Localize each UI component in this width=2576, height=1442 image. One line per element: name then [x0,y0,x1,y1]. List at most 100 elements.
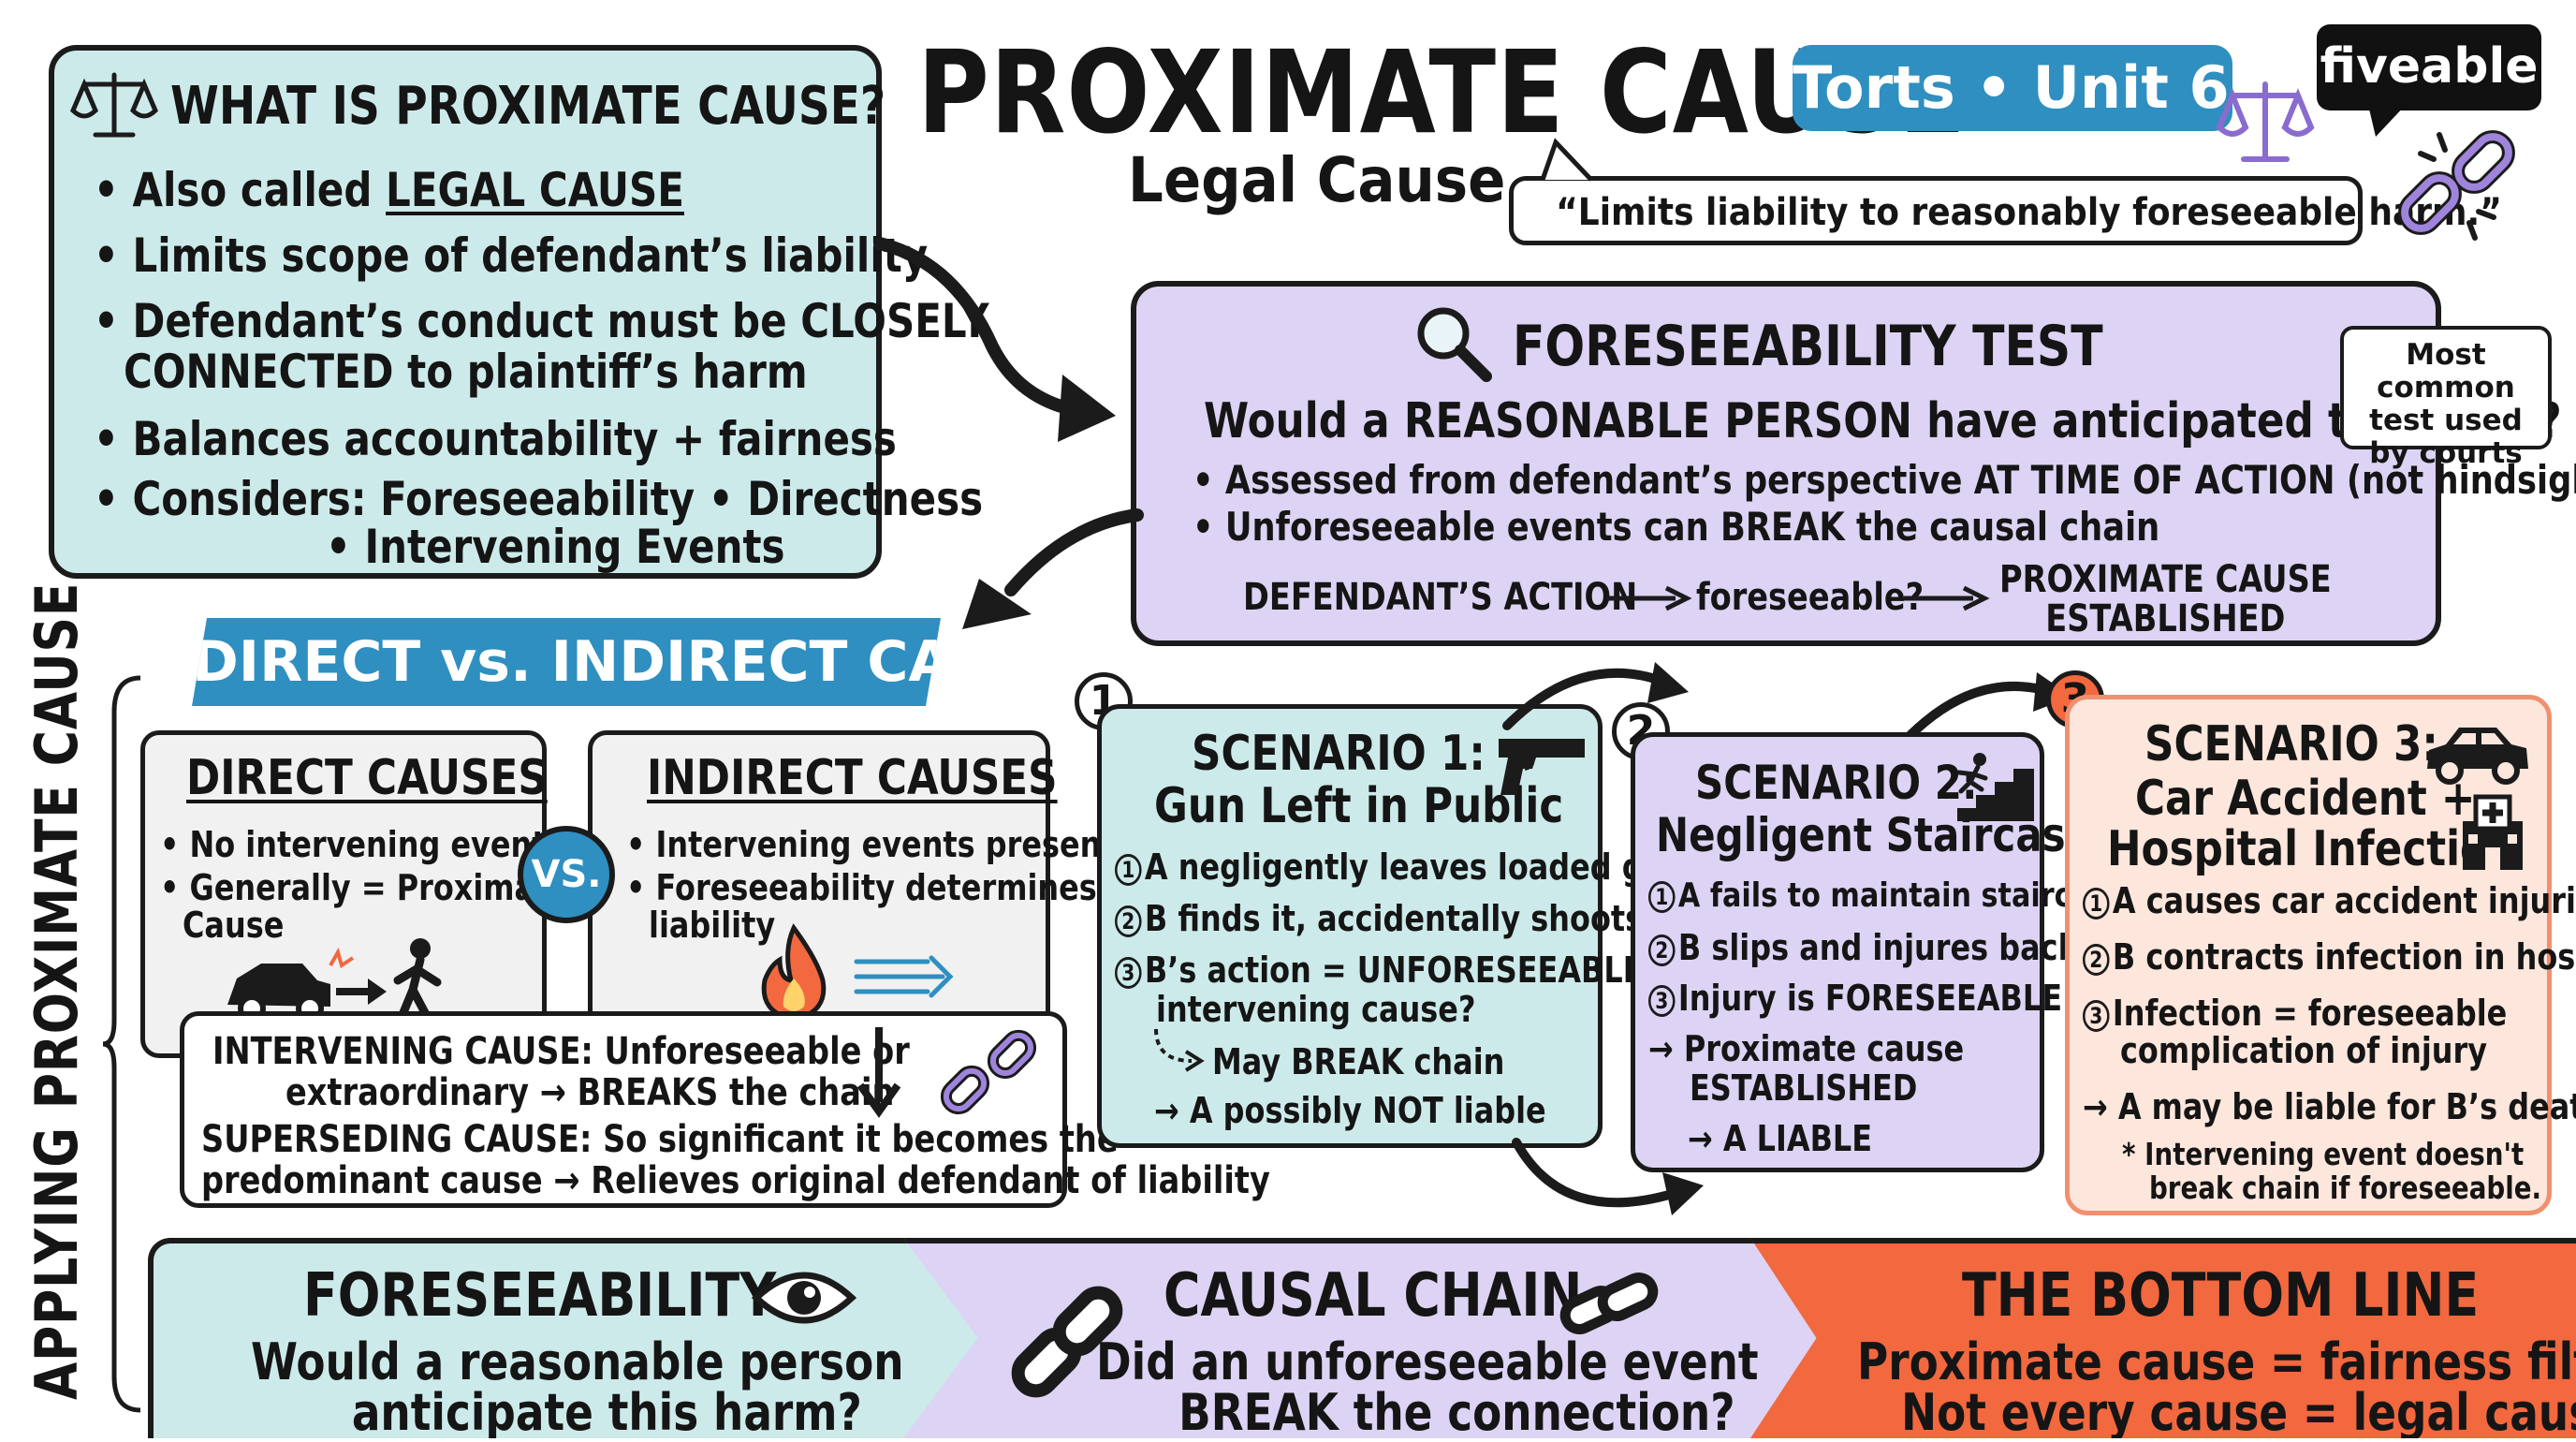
footer-foreseeability-q: Would a reasonable person anticipate thi… [251,1332,904,1442]
flow-arrow-1 [873,237,1116,442]
brand-logo: fiveable [2317,24,2541,110]
foreseeability-test-card: FORESEEABILITY TEST Would a REASONABLE P… [1131,281,2576,646]
scenario-2-title-1: SCENARIO 2: [1695,756,1978,810]
dashed-arrow-icon [1154,1028,1205,1072]
direct-indirect-banner: DIRECT vs. INDIRECT CAUSES [192,618,941,706]
fire-icon [761,923,827,1023]
direct-bullet-2-cont: Cause [183,905,285,946]
foreseeability-question: Would a REASONABLE PERSON have anticipat… [1204,393,2562,449]
scenario-3-title-3: Hospital Infection [2107,821,2518,877]
indirect-causes-title: INDIRECT CAUSES [647,750,1058,806]
quote-text: “Limits liability to reasonably foreseea… [1556,191,2502,234]
scenario-arrow-3 [1512,1138,1704,1215]
legal-cause-term: LEGAL CAUSE [386,163,684,217]
vs-text: VS. [531,853,602,896]
scenario-1-result-1: May BREAK chain [1212,1041,1505,1082]
direct-bullet-2: • Generally = Proximate [160,867,569,908]
scenario-3-step-2: 2B contracts infection in hospital [2083,939,2576,976]
flow-arrow-small [1904,585,1990,611]
what-is-title: WHAT IS PROXIMATE CAUSE? [170,76,886,137]
scales-icon [70,72,158,138]
brand-pointer [2368,105,2406,137]
footer-causal-chain-title: CAUSAL CHAIN [1164,1261,1583,1331]
footer-bottom-line-title: THE BOTTOM LINE [1962,1261,2480,1331]
eye-icon [751,1272,857,1324]
indirect-causes-card: INDIRECT CAUSES • Intervening events pre… [588,730,1116,1058]
direct-causes-title: DIRECT CAUSES [186,750,548,806]
what-is-bullet-3: • Defendant’s conduct must be CLOSELY [94,294,989,348]
what-is-bullet-5: • Considers: Foreseeability • Directness [94,472,984,526]
indirect-bullet-2: • Foreseeability determines [626,867,1097,908]
intervening-line-2: extraordinary → BREAKS the chain [285,1071,895,1114]
what-is-bullet-2: • Limits scope of defendant’s liability [94,228,929,283]
scenario-1-title-2: Gun Left in Public [1154,778,1564,834]
broken-chain-icon [2398,130,2515,241]
what-is-bullet-3-cont: CONNECTED to plaintiff’s harm [124,345,808,399]
direct-bullet-1: • No intervening events [160,824,564,865]
magnifier-icon [1417,307,1492,382]
chain-icon [1559,1273,1659,1334]
scenario-3-title-1: SCENARIO 3: [2144,716,2438,772]
scenario-1-title-1: SCENARIO 1: [1192,726,1486,782]
footer-bottom-line: THE BOTTOM LINE Proximate cause = fairne… [1750,1238,2576,1438]
flow-arrow-2 [962,508,1144,629]
unit-badge: Torts • Unit 6.2 [1793,45,2291,131]
foreseeability-bullet-2: • Unforeseeable events can BREAK the cau… [1193,504,2160,550]
scenario-3-card: SCENARIO 3: Car Accident + Hospital Infe… [2065,695,2576,1215]
scenario-2-result-1-cont: ESTABLISHED [1690,1067,1918,1109]
side-brace [102,675,141,1413]
stairs-icon [1956,753,2034,821]
side-label: APPLYING PROXIMATE CAUSE [22,581,91,1400]
car-icon [2427,728,2528,785]
what-is-bullet-4: • Balances accountability + fairness [94,412,897,466]
flow-defendant-action: DEFENDANT’S ACTION [1243,576,1638,619]
indirect-bullet-2-cont: liability [649,905,776,946]
scenario-3-title-2: Car Accident + [2135,771,2476,827]
intervening-line-1: INTERVENING CAUSE: Unforeseeable or [212,1030,910,1073]
quote-tail [1540,138,1593,182]
flow-arrow-small [1606,585,1692,611]
chain-icon [1011,1286,1123,1398]
indirect-bullet-1: • Intervening events present [626,824,1116,865]
page-subtitle: Legal Cause [1128,144,1506,216]
scenario-3-result-1: → A may be liable for B’s death [2083,1086,2576,1127]
intervening-card: INTERVENING CAUSE: Unforeseeable or extr… [180,1011,1270,1208]
flow-foreseeable: foreseeable? [1696,576,1925,619]
foreseeability-bullet-1: • Assessed from defendant’s perspective … [1193,457,2576,503]
footer-foreseeability-title: FORESEEABILITY [303,1261,777,1331]
foreseeability-test-title: FORESEEABILITY TEST [1513,314,2103,379]
footer-causal-chain: CAUSAL CHAIN Did an unforeseeable event … [903,1238,1835,1438]
hospital-icon [2463,794,2523,870]
what-is-card: WHAT IS PROXIMATE CAUSE? • Also called L… [49,45,989,579]
direct-causes-card: DIRECT CAUSES • No intervening events • … [140,730,569,1058]
superseding-line-1: SUPERSEDING CAUSE: So significant it bec… [201,1118,1119,1161]
superseding-line-2: predominant cause → Relieves original de… [201,1159,1270,1202]
broken-chain-icon [940,1029,1037,1115]
scenario-2-result-1: → Proximate cause [1648,1028,1965,1069]
quote-bubble: “Limits liability to reasonably foreseea… [1509,176,2502,245]
scenario-arrow-1 [1502,662,1689,730]
scenario-3-step-3-cont: complication of injury [2120,1030,2488,1071]
down-arrow-icon [856,1027,901,1118]
footer-bottom-line-text: Proximate cause = fairness filter. Not e… [1857,1332,2576,1442]
what-is-bullet-1: • Also called LEGAL CAUSE [94,163,684,217]
gun-icon [1499,739,1585,795]
wind-icon [854,955,954,998]
scenario-1-result-2: → A possibly NOT liable [1154,1090,1546,1131]
scenario-1-step-3-cont: intervening cause? [1156,989,1476,1030]
scenario-3-step-1: 1A causes car accident injuring B [2083,883,2576,920]
crash-icon [227,938,442,1026]
page-title: PROXIMATE CAUSE [917,26,1967,159]
scenario-3-note: * Intervening event doesn't break chain … [2122,1136,2542,1206]
scenario-2-result-2: → A LIABLE [1688,1118,1873,1159]
